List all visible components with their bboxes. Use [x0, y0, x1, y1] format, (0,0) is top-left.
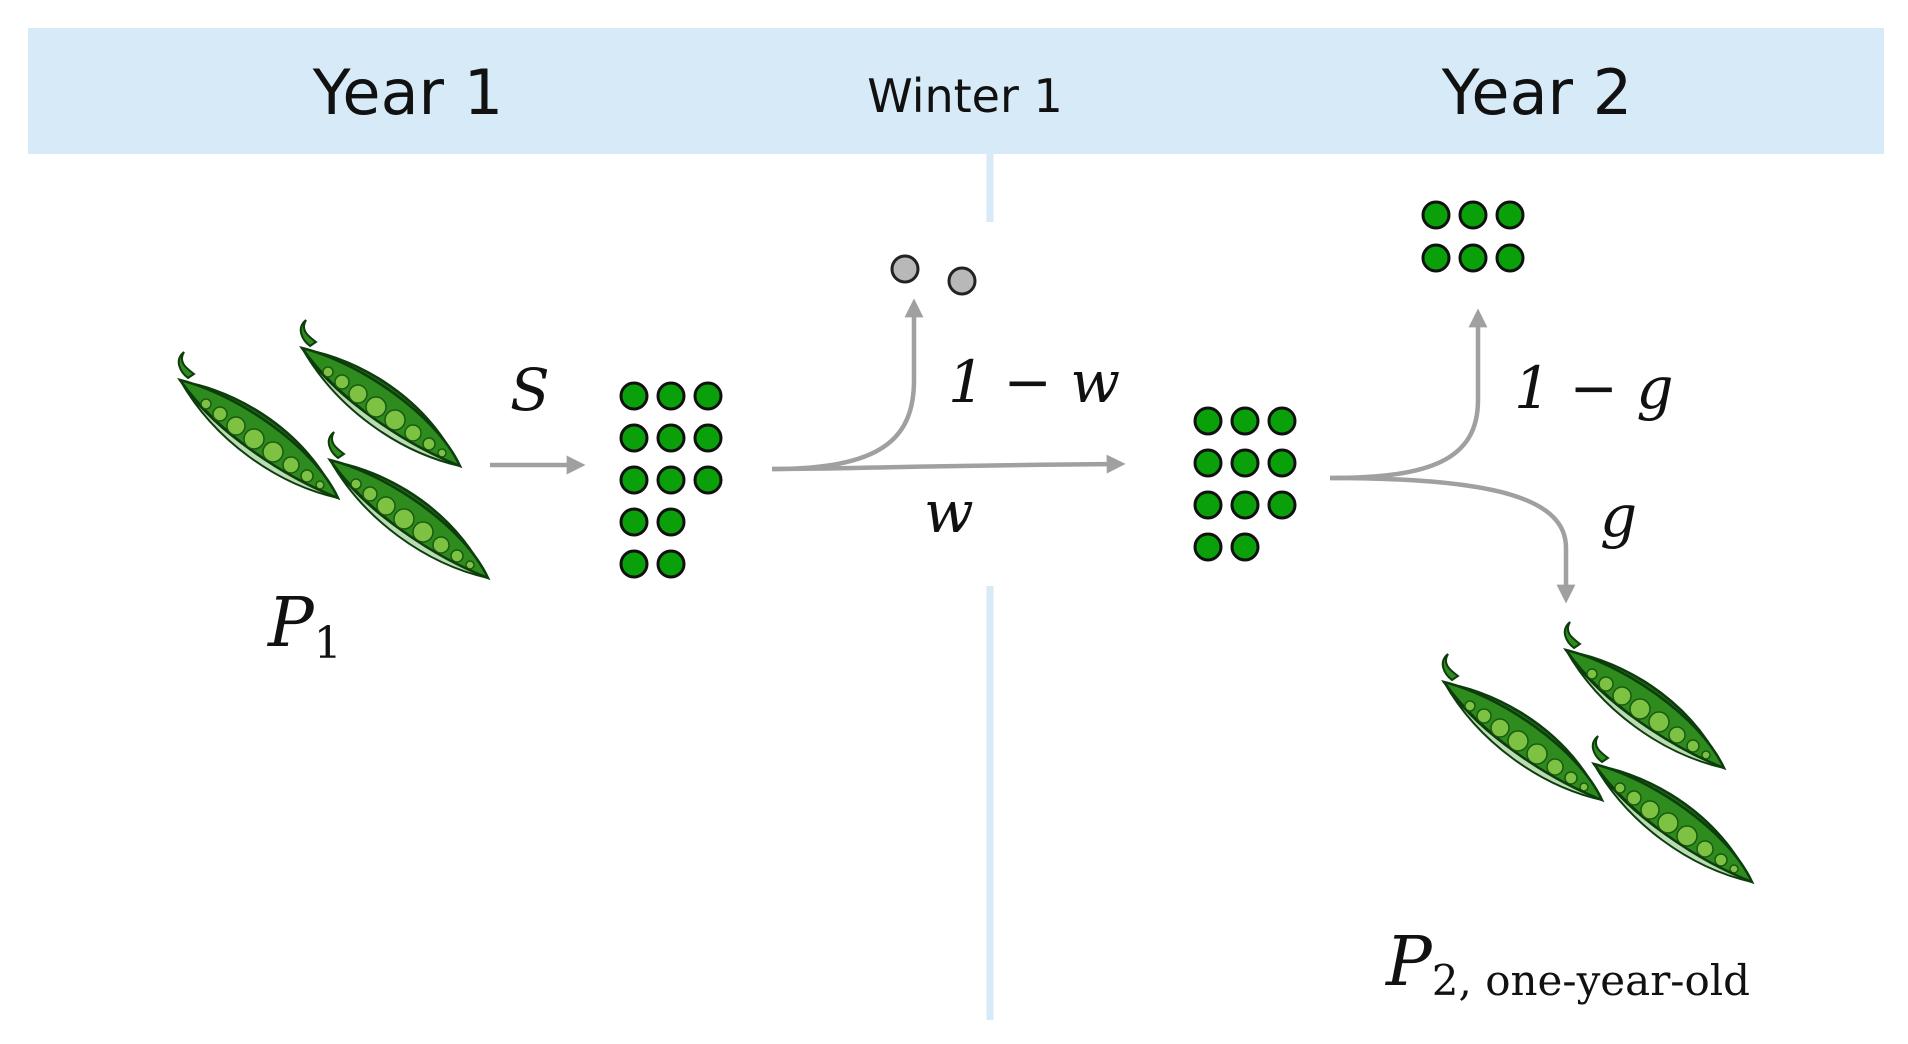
seed-icon: [619, 507, 649, 537]
seed-icon: [1495, 243, 1525, 273]
seed-icon: [1267, 490, 1297, 520]
seed-icon: [1230, 448, 1260, 478]
seed-icon: [1421, 243, 1451, 273]
seed-set-label: S: [510, 356, 550, 424]
seed-icon: [1267, 448, 1297, 478]
dead-seed-icon: [890, 254, 920, 284]
dead-seeds-group: [890, 254, 977, 296]
pea-pod-icon: [1591, 734, 1754, 884]
seed-icon: [693, 381, 723, 411]
p2-label: P2, one-year-old: [1384, 923, 1750, 1005]
pea-pods-year1: [177, 318, 490, 580]
seed-icon: [656, 465, 686, 495]
year2-label: Year 2: [1441, 56, 1632, 129]
pea-pod-icon: [327, 430, 490, 580]
seed-icon: [1193, 448, 1223, 478]
seed-icon: [656, 507, 686, 537]
pea-pod-icon: [177, 350, 340, 500]
seed-icon: [1495, 200, 1525, 230]
seed-icon: [1230, 406, 1260, 436]
no-germination-label: 1 − g: [1514, 354, 1674, 422]
seed-icon: [1193, 490, 1223, 520]
seed-icon: [656, 549, 686, 579]
seed-icon: [693, 465, 723, 495]
pea-pod-icon: [299, 318, 462, 468]
header-band: [28, 28, 1884, 154]
pea-pod-icon: [1441, 652, 1604, 802]
arrow-icon: [1329, 475, 1576, 604]
winter-survival-label: w: [924, 478, 974, 546]
arrow-icon: [1329, 308, 1488, 481]
year1-label: Year 1: [312, 56, 503, 129]
winter-label: Winter 1: [867, 69, 1063, 123]
seeds-produced-group: [619, 381, 723, 579]
arrow-icon: [771, 298, 924, 472]
seed-icon: [1458, 200, 1488, 230]
seed-icon: [619, 465, 649, 495]
winter-death-label: 1 − w: [948, 348, 1120, 416]
pea-pods-year2: [1441, 620, 1754, 884]
germination-label: g: [1600, 482, 1637, 550]
seed-icon: [1458, 243, 1488, 273]
seed-icon: [619, 549, 649, 579]
not-germinated-group: [1421, 200, 1525, 273]
seed-icon: [1193, 532, 1223, 562]
seed-icon: [1267, 406, 1297, 436]
seed-icon: [1230, 490, 1260, 520]
pea-pod-icon: [1563, 620, 1726, 770]
seed-icon: [1421, 200, 1451, 230]
winter-survivors-group: [1193, 406, 1297, 562]
seed-icon: [1230, 532, 1260, 562]
seed-icon: [656, 381, 686, 411]
seed-icon: [1193, 406, 1223, 436]
seed-icon: [619, 423, 649, 453]
seed-icon: [619, 381, 649, 411]
p1-label: P1: [266, 584, 342, 669]
seed-icon: [656, 423, 686, 453]
seed-icon: [693, 423, 723, 453]
dead-seed-icon: [947, 266, 977, 296]
